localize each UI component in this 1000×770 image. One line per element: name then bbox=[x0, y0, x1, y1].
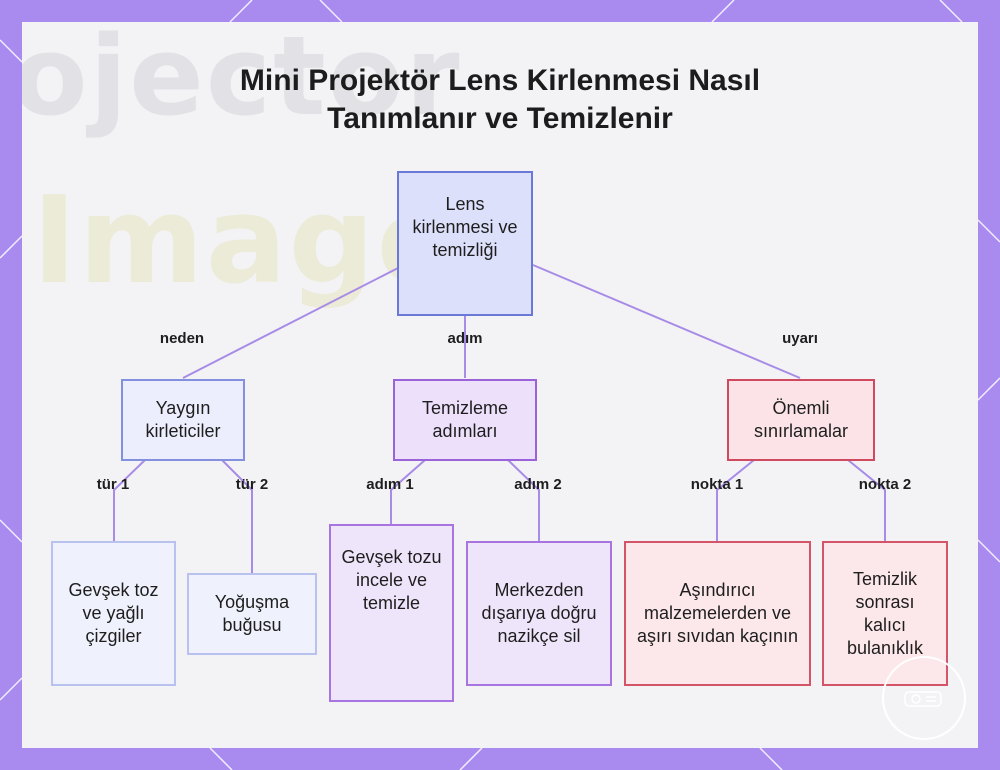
edge-label-tur1: tür 1 bbox=[96, 476, 130, 493]
node-wipe-center: Merkezden dışarıya doğru nazikçe sil bbox=[466, 541, 612, 686]
edge-label-nokta1: nokta 1 bbox=[690, 476, 744, 493]
title-line-2: Tanımlanır ve Temizlenir bbox=[327, 102, 673, 135]
edge-neden bbox=[182, 267, 399, 379]
node-inspect-clean: Gevşek tozu incele ve temizle bbox=[329, 524, 454, 702]
node-dust-oil: Gevşek toz ve yağlı çizgiler bbox=[51, 541, 176, 686]
edge-tur1 bbox=[113, 459, 146, 541]
edge-label-neden: neden bbox=[159, 330, 205, 347]
edge-uyari bbox=[532, 264, 801, 379]
edge-label-adim: adım bbox=[447, 330, 483, 347]
edge-nokta1 bbox=[716, 459, 755, 541]
node-limitations: Önemli sınırlamalar bbox=[727, 379, 875, 461]
edge-adim1 bbox=[390, 459, 426, 524]
node-avoid-abrasives: Aşındırıcı malzemelerden ve aşırı sıvıda… bbox=[624, 541, 811, 686]
background-text-image: Image bbox=[32, 172, 460, 311]
edge-label-nokta2: nokta 2 bbox=[858, 476, 912, 493]
edge-label-tur2: tür 2 bbox=[235, 476, 269, 493]
node-root: Lens kirlenmesi ve temizliği bbox=[397, 171, 533, 316]
edge-label-uyari: uyarı bbox=[782, 330, 818, 347]
edge-adim2 bbox=[507, 459, 540, 541]
node-condensation: Yoğuşma buğusu bbox=[187, 573, 317, 655]
edge-label-adim2: adım 2 bbox=[514, 476, 562, 493]
edge-label-adim1: adım 1 bbox=[366, 476, 414, 493]
edge-nokta2 bbox=[847, 459, 886, 541]
edge-tur2 bbox=[221, 459, 253, 573]
title-line-1: Mini Projektör Lens Kirlenmesi Nasıl bbox=[239, 64, 761, 97]
node-contaminants: Yaygın kirleticiler bbox=[121, 379, 245, 461]
background-text-projector: ojector bbox=[22, 22, 462, 140]
projector-logo-icon bbox=[882, 656, 966, 740]
node-cleaning-steps: Temizleme adımları bbox=[393, 379, 537, 461]
page-title: Mini Projektör Lens Kirlenmesi Nasıl Tan… bbox=[150, 62, 850, 138]
